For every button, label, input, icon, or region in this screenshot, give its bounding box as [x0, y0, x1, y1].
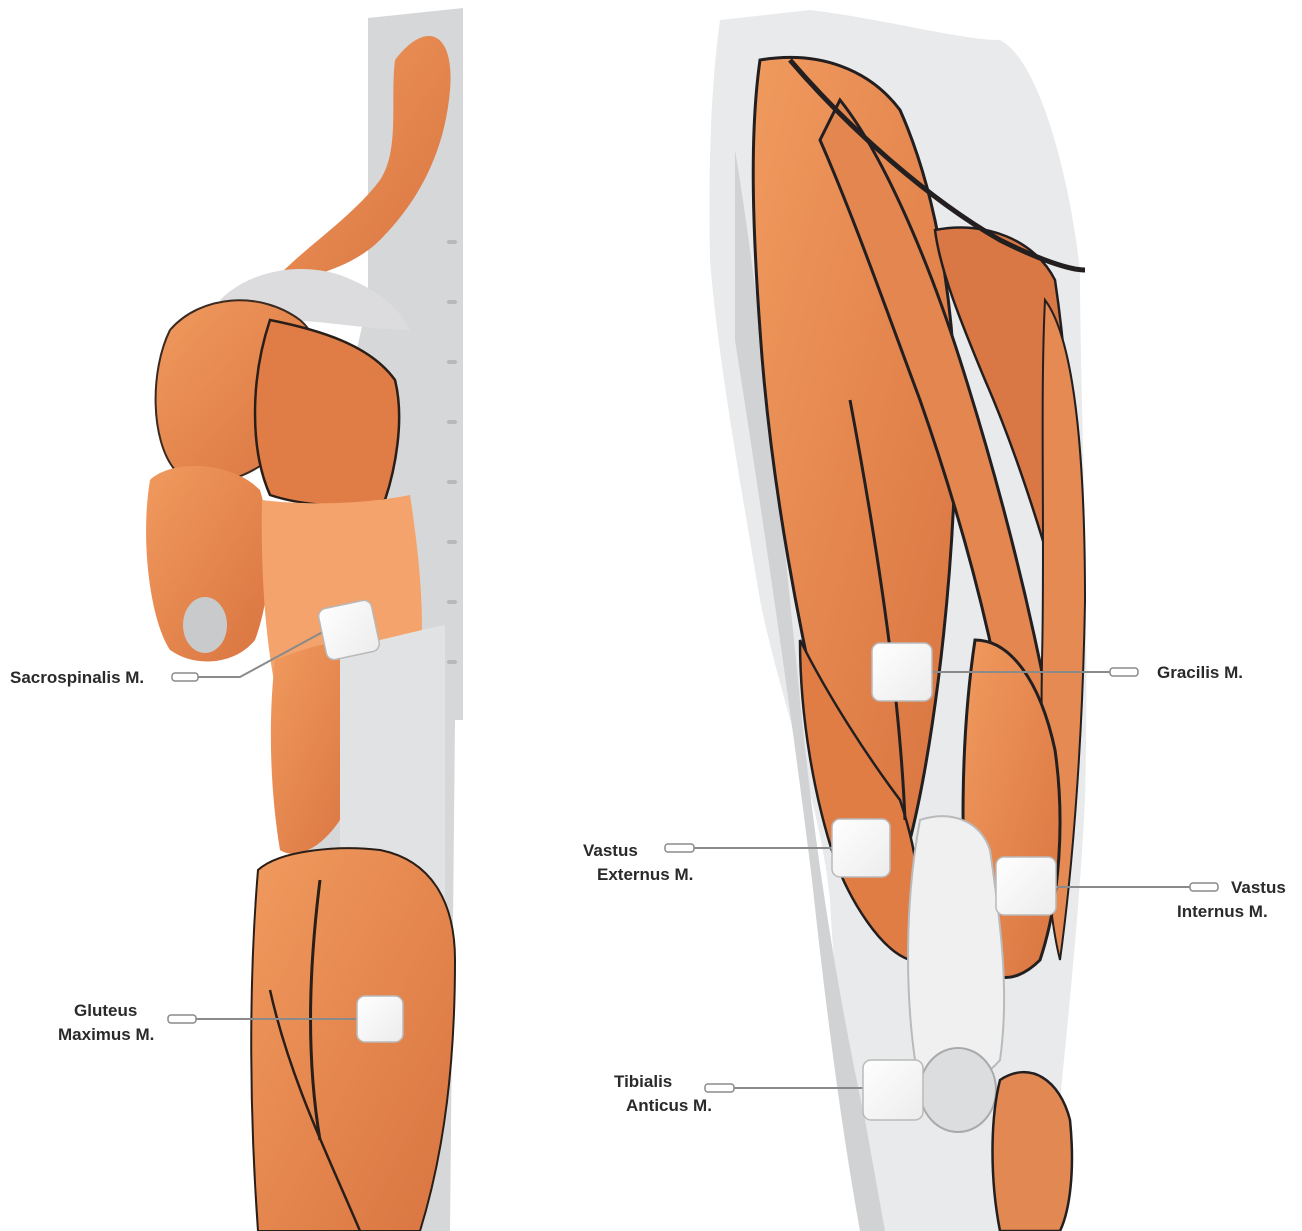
electrode-label-line: Internus M. [1177, 902, 1268, 921]
electrode-label-line: Anticus M. [626, 1096, 712, 1115]
electrode-label-line: Maximus M. [58, 1025, 154, 1044]
lead-connector [705, 1084, 734, 1092]
electrodes-layer: Sacrospinalis M. Gluteus Maximus M. Grac… [10, 599, 1286, 1120]
patella [920, 1048, 996, 1132]
torso-figure [146, 8, 463, 1231]
electrode-label-line: Gluteus [74, 1001, 137, 1020]
electrode-pad [872, 643, 932, 701]
lead-connector [172, 673, 198, 681]
electrode-label-line: Sacrospinalis M. [10, 668, 144, 687]
electrode-pad [317, 599, 381, 661]
electrode-vastus-externus: Vastus Externus M. [583, 819, 890, 884]
electrode-pad [832, 819, 890, 877]
electrode-vastus-internus: Vastus Internus M. [996, 857, 1286, 921]
electrode-label-line: Vastus [583, 841, 638, 860]
lead-connector [665, 844, 694, 852]
elbow-tendon [183, 597, 227, 653]
leg-figure [709, 10, 1086, 1231]
electrode-label-line: Gracilis M. [1157, 663, 1243, 682]
tibialis-muscle [993, 1072, 1072, 1231]
electrode-label-line: Vastus [1231, 878, 1286, 897]
lead-connector [168, 1015, 196, 1023]
electrode-pad [996, 857, 1056, 915]
electrode-label-line: Externus M. [597, 865, 693, 884]
gluteus-muscle [251, 848, 455, 1231]
electrode-pad [357, 996, 403, 1042]
electrode-label-line: Tibialis [614, 1072, 672, 1091]
lead-connector [1110, 668, 1138, 676]
electrode-pad [863, 1060, 923, 1120]
electrode-tibialis: Tibialis Anticus M. [614, 1060, 923, 1120]
patellar-tendon [908, 816, 1004, 1082]
lead-connector [1190, 883, 1218, 891]
